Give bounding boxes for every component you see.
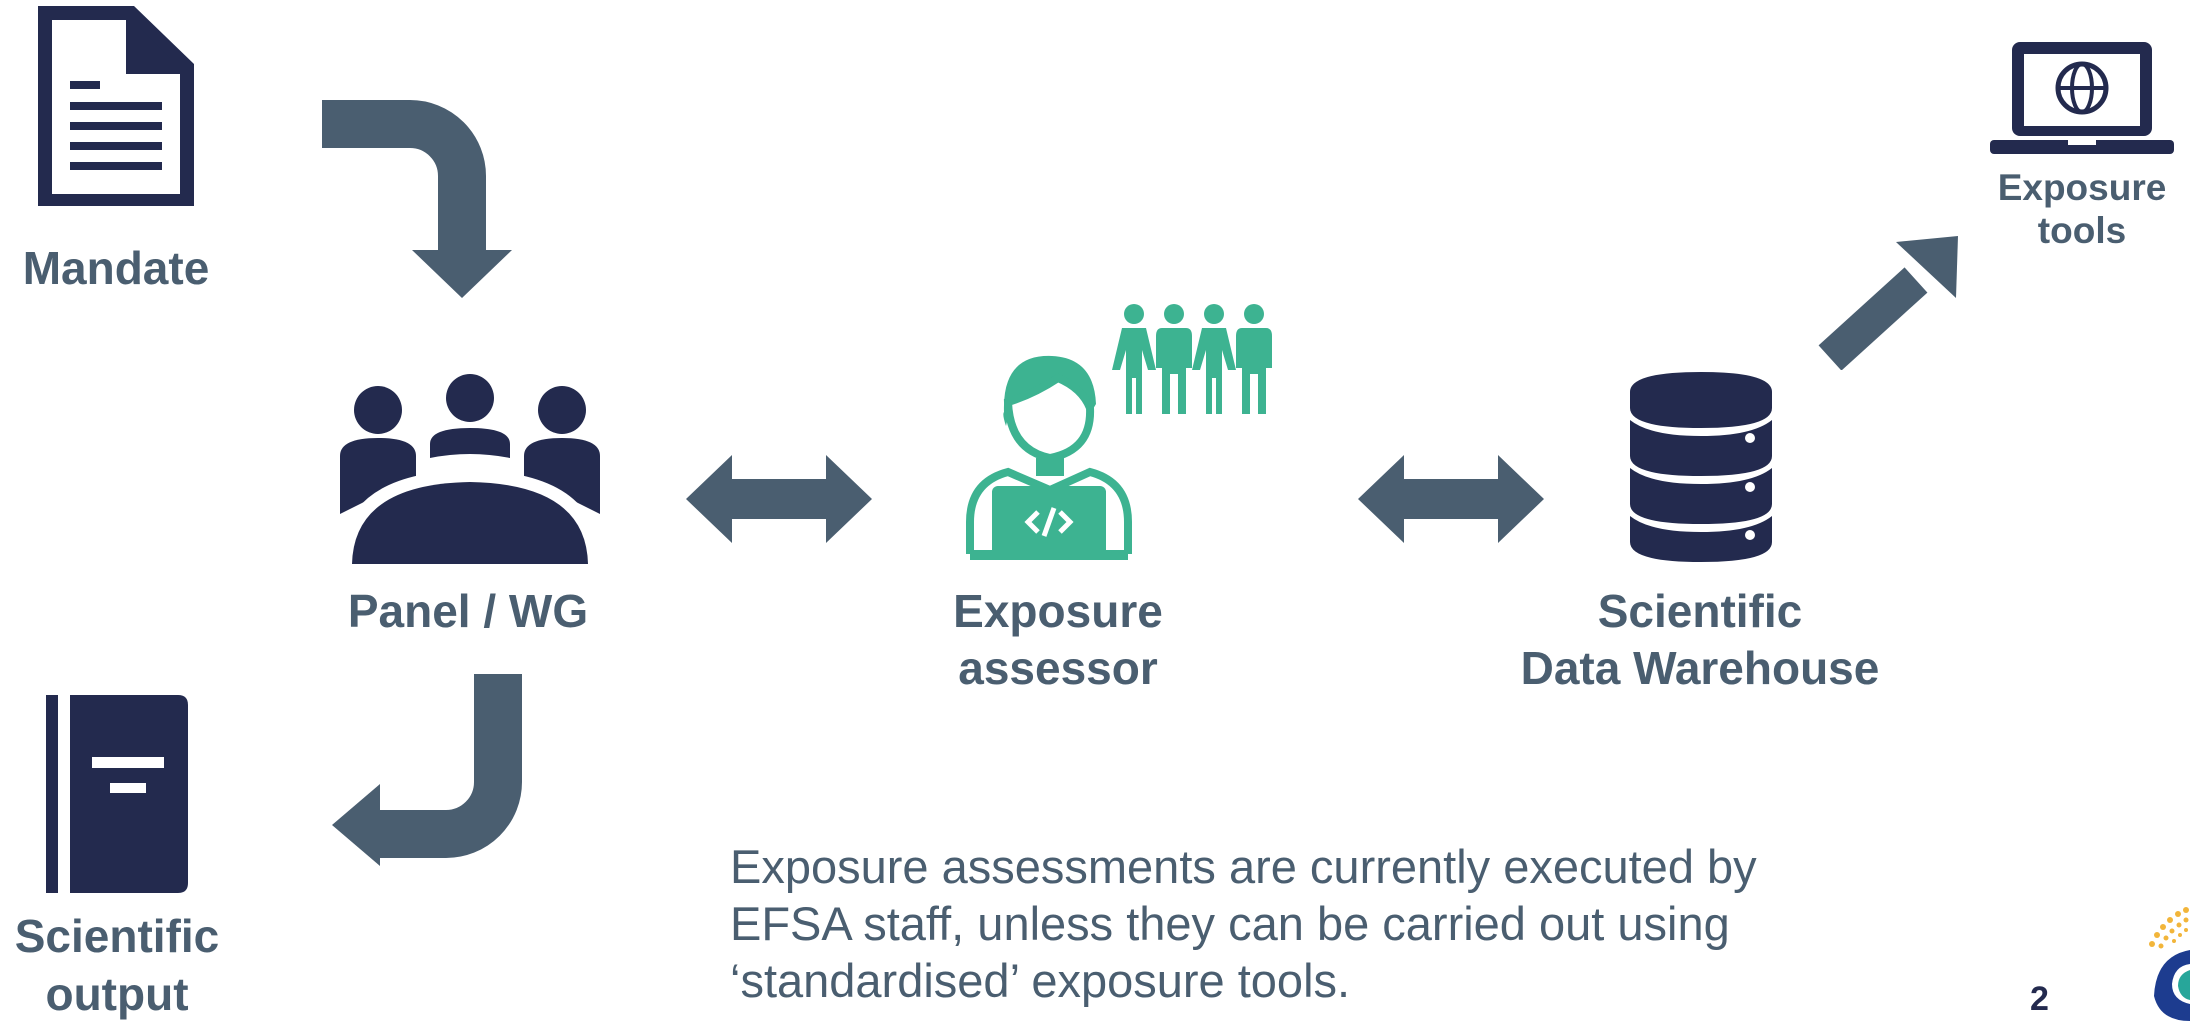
mandate-label: Mandate (22, 242, 210, 294)
assessor-label-line2: assessor (958, 642, 1158, 694)
document-icon (38, 6, 194, 206)
curved-arrow-left-icon (332, 674, 522, 866)
warehouse-label-line1: Scientific (1597, 585, 1803, 637)
developer-icon (966, 355, 1132, 560)
meeting-group-icon (340, 374, 600, 564)
diagonal-arrow-icon (1818, 236, 1958, 370)
double-arrow-icon (1358, 455, 1544, 543)
output-label-line1: Scientific (14, 910, 220, 962)
warehouse-label-line2: Data Warehouse (1520, 642, 1880, 694)
description-text: Exposure assessments are currently execu… (730, 838, 1880, 1009)
laptop-globe-icon (1990, 42, 2174, 154)
description-line-1: Exposure assessments are currently execu… (730, 840, 1757, 893)
database-icon (1630, 372, 1772, 562)
panel-label: Panel / WG (347, 585, 589, 637)
tools-label-line1: Exposure (1997, 167, 2167, 208)
assessor-label-line1: Exposure (953, 585, 1163, 637)
efsa-logo (2149, 907, 2190, 1021)
description-line-3: ‘standardised’ exposure tools. (730, 954, 1351, 1007)
curved-arrow-down-icon (322, 100, 512, 298)
description-line-2: EFSA staff, unless they can be carried o… (730, 897, 1730, 950)
double-arrow-icon (686, 455, 872, 543)
book-icon (46, 695, 188, 893)
people-group-icon (1112, 304, 1272, 414)
tools-label-line2: tools (2037, 210, 2127, 251)
page-number: 2 (2030, 980, 2049, 1018)
output-label-line2: output (45, 968, 189, 1020)
